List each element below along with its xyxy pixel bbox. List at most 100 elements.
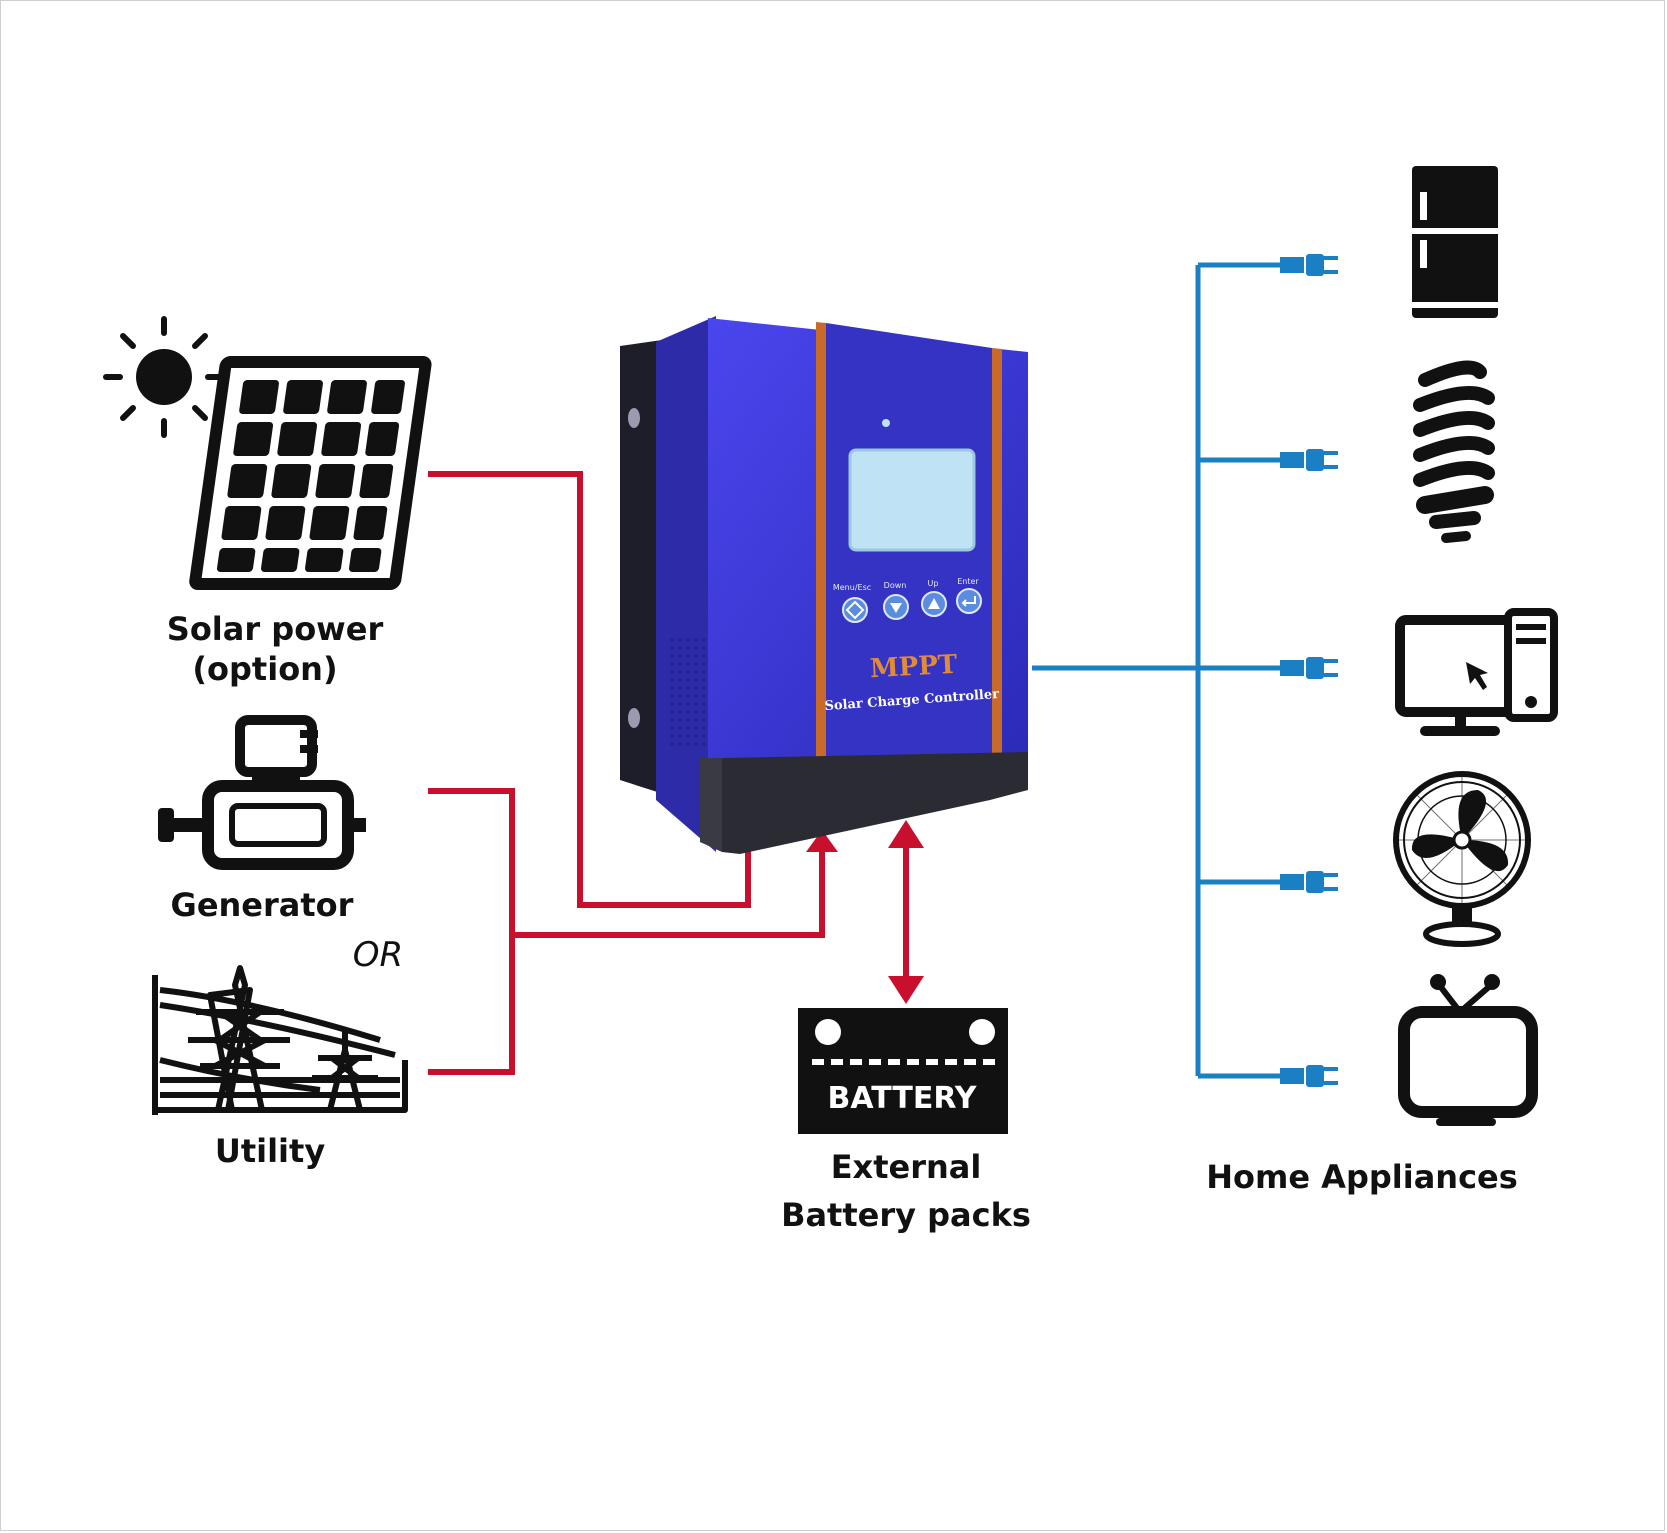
generator-icon [158, 715, 366, 870]
vent-hole [686, 702, 690, 706]
vent-hole [702, 702, 706, 706]
vent-hole [678, 726, 682, 730]
appliances-label: Home Appliances [1206, 1158, 1518, 1196]
cfl-bulb-icon [1413, 360, 1495, 543]
utility-label: Utility [215, 1132, 325, 1170]
vent-hole [678, 702, 682, 706]
load-wires [1032, 262, 1282, 1079]
vent-hole [694, 638, 698, 642]
refrigerator-icon [1412, 166, 1498, 318]
mppt-controller [620, 316, 1028, 854]
diamond-icon [845, 600, 865, 620]
vent-hole [702, 662, 706, 666]
enter-return-icon [961, 596, 976, 607]
up-button [921, 591, 947, 617]
vent-hole [686, 662, 690, 666]
vent-hole [702, 678, 706, 682]
battery-badge: BATTERY [827, 1081, 977, 1116]
vent-hole [686, 726, 690, 730]
vent-hole [678, 734, 682, 738]
source-wires [428, 471, 825, 1075]
vent-hole [678, 694, 682, 698]
vent-hole [702, 726, 706, 730]
vent-hole [694, 670, 698, 674]
vent-hole [670, 646, 674, 650]
utility-wire [428, 935, 515, 1075]
battery-arrow-up [888, 820, 924, 848]
vent-hole [678, 646, 682, 650]
vent-hole [678, 742, 682, 746]
vent-hole [686, 742, 690, 746]
vent-hole [702, 694, 706, 698]
vent-hole [694, 678, 698, 682]
vent-hole [686, 734, 690, 738]
status-led [882, 419, 890, 427]
triangle-down-icon [890, 603, 902, 613]
vent-hole [694, 702, 698, 706]
vent-hole [702, 646, 706, 650]
plug-icons [1280, 254, 1338, 1087]
vent-hole [686, 638, 690, 642]
vent-hole [678, 654, 682, 658]
down-button [883, 594, 909, 620]
vent-hole [694, 718, 698, 722]
solar-label-line1: Solar power [167, 610, 384, 648]
vent-hole [678, 710, 682, 714]
solar-panel-icon [189, 356, 432, 590]
vent-hole [702, 718, 706, 722]
or-label: OR [353, 935, 403, 975]
vent-hole [694, 646, 698, 650]
vent-hole [686, 686, 690, 690]
vent-hole [694, 710, 698, 714]
battery-label-line2: Battery packs [781, 1196, 1031, 1234]
sun-icon [103, 316, 225, 438]
computer-icon [1395, 608, 1558, 736]
vent-hole [686, 678, 690, 682]
vent-hole [670, 662, 674, 666]
vent-hole [670, 742, 674, 746]
vent-hole [694, 654, 698, 658]
vent-hole [678, 670, 682, 674]
generator-label: Generator [171, 886, 354, 924]
vent-hole [694, 734, 698, 738]
vent-hole [686, 646, 690, 650]
vent-hole [702, 710, 706, 714]
vent-hole [670, 734, 674, 738]
vent-hole [670, 678, 674, 682]
vent-hole [670, 710, 674, 714]
vent-hole [702, 670, 706, 674]
lcd-screen [848, 448, 976, 552]
vent-hole [702, 638, 706, 642]
plug-icon [1280, 657, 1338, 679]
controller-buttons: Menu/Esc Down Up Enter [833, 577, 982, 623]
fan-icon [1393, 771, 1531, 947]
plug-icon [1280, 449, 1338, 471]
solar-wire [428, 471, 751, 908]
utility-icon [152, 965, 408, 1115]
vent-hole [694, 694, 698, 698]
vent-hole [702, 686, 706, 690]
battery-label-line1: External [831, 1148, 982, 1186]
vent-hole [694, 662, 698, 666]
enter-button [956, 588, 982, 614]
vent-hole [670, 726, 674, 730]
menu-esc-button [842, 597, 868, 623]
generator-arrow-head [806, 830, 838, 852]
vent-hole [678, 678, 682, 682]
vent-hole [686, 654, 690, 658]
vent-hole [670, 638, 674, 642]
vent-hole [670, 694, 674, 698]
tv-icon [1398, 974, 1538, 1126]
triangle-up-icon [928, 598, 940, 609]
button-label-up: Up [928, 579, 939, 588]
vent-grill [670, 638, 706, 746]
plug-icon [1280, 254, 1338, 276]
button-label-down: Down [884, 581, 907, 590]
vent-hole [702, 734, 706, 738]
battery-arrow-down [888, 976, 924, 1004]
vent-hole [694, 742, 698, 746]
plug-icon [1280, 871, 1338, 893]
vent-hole [686, 670, 690, 674]
controller-brand: MPPT [869, 650, 958, 685]
